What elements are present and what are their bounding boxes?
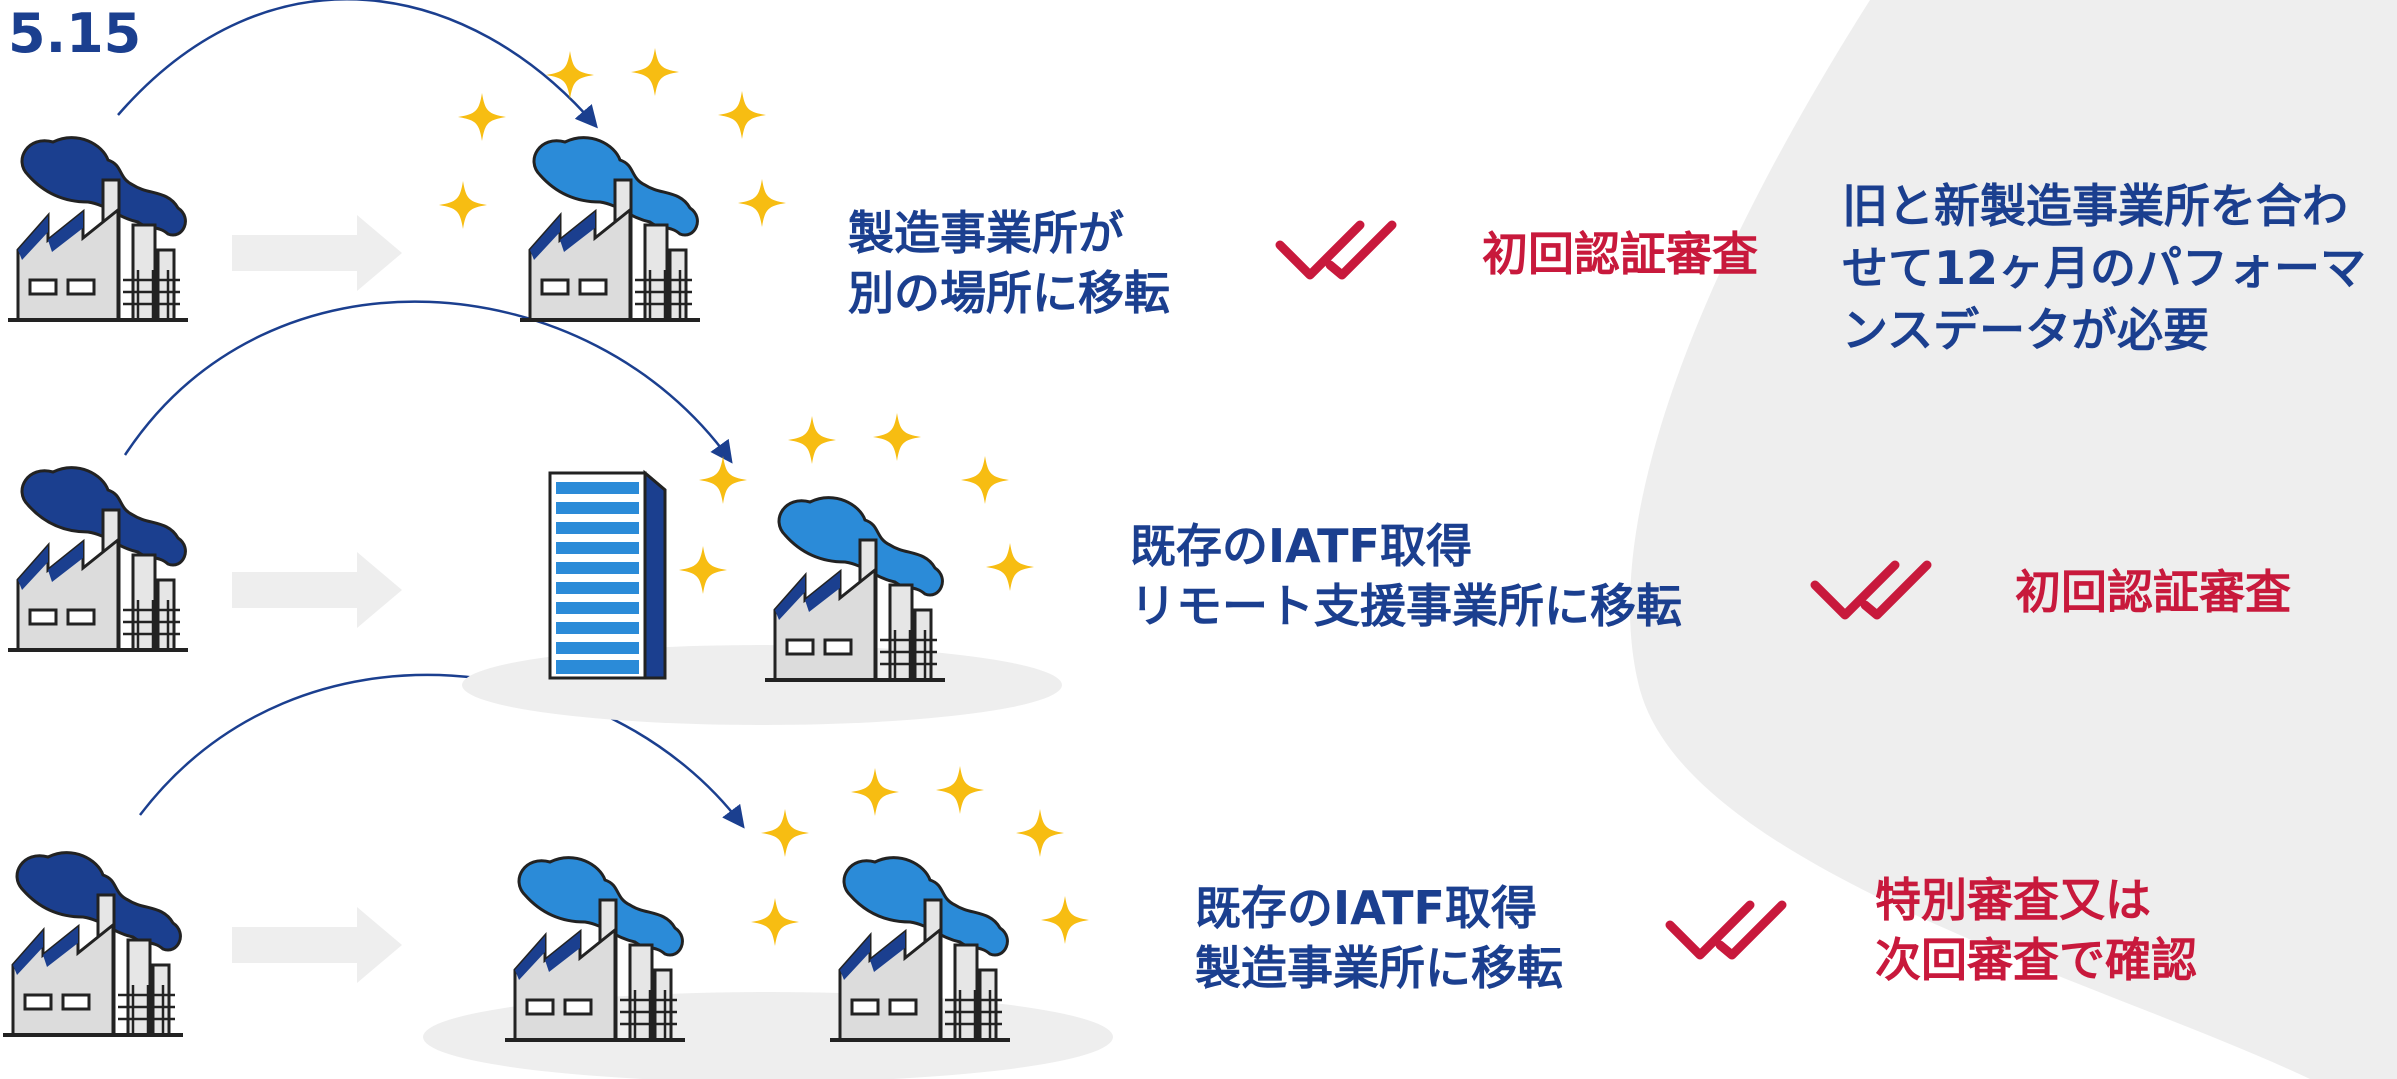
sparkle-icon [761,809,809,857]
sparkle-icon [439,181,487,229]
sparkle-icon [751,898,799,946]
scenario-1-text: 製造事業所が 別の場所に移転 [848,203,1170,323]
sparkle-icon [546,51,594,99]
sparkle-icon [788,416,836,464]
sparkle-icon [458,93,506,141]
outcome-2-text: 初回認証審査 [2015,565,2291,619]
arrow-icon [232,215,402,291]
sparkle-icon [718,91,766,139]
performance-data-note: 旧と新製造事業所を合わ せて12ヶ月のパフォーマ ンスデータが必要 [1842,175,2397,361]
outcome-3-text: 特別審査又は 次回審査で確認 [1875,870,2197,990]
arrow-icon [232,907,402,983]
sparkle-icon [986,543,1034,591]
sparkle-icon [936,766,984,814]
outcome-3-line2: 次回審査で確認 [1875,933,2197,987]
sparkle-icon [873,413,921,461]
sparkle-icon [851,768,899,816]
relocation-arrow-2 [123,300,733,464]
sparkle-icon [631,48,679,96]
factory-icon [6,135,190,322]
relocation-arrow-1 [117,0,598,129]
double-check-icon [1280,225,1392,275]
outcome-1-text: 初回認証審査 [1482,227,1758,281]
double-check-icon [1670,905,1782,955]
scenario-1-line1: 製造事業所が [848,206,1124,260]
sparkle-icon [738,179,786,227]
scenario-3-line2: 製造事業所に移転 [1195,941,1563,995]
scenario-1-line2: 別の場所に移転 [848,266,1170,320]
factory-icon [6,465,190,652]
sparkle-icon [1041,896,1089,944]
office-building-icon [548,469,667,680]
background-panel [1629,0,2397,1079]
new-factory-icon [518,135,702,322]
scenario-2-text: 既存のIATF取得 リモート支援事業所に移転 [1130,516,1682,636]
scenario-2-line1: 既存のIATF取得 [1130,519,1472,573]
sparkle-icon [679,546,727,594]
scenario-2-line2: リモート支援事業所に移転 [1130,579,1682,633]
new-factory-icon [828,855,1012,1042]
scenario-3-line1: 既存のIATF取得 [1195,881,1537,935]
relocation-arrow-3 [139,673,745,829]
section-number: 5.15 [8,2,142,65]
sparkle-icon [699,456,747,504]
outcome-3-line1: 特別審査又は [1875,873,2151,927]
note-line3: ンスデータが必要 [1842,303,2210,357]
sparkle-icon [1016,809,1064,857]
new-factory-icon [503,855,687,1042]
sparkle-icon [961,456,1009,504]
note-line2: せて12ヶ月のパフォーマ [1842,241,2367,295]
scenario-3-text: 既存のIATF取得 製造事業所に移転 [1195,878,1563,998]
note-line1: 旧と新製造事業所を合わ [1842,179,2348,233]
factory-icon [1,850,185,1037]
arrow-icon [232,552,402,628]
new-factory-icon [763,495,947,682]
